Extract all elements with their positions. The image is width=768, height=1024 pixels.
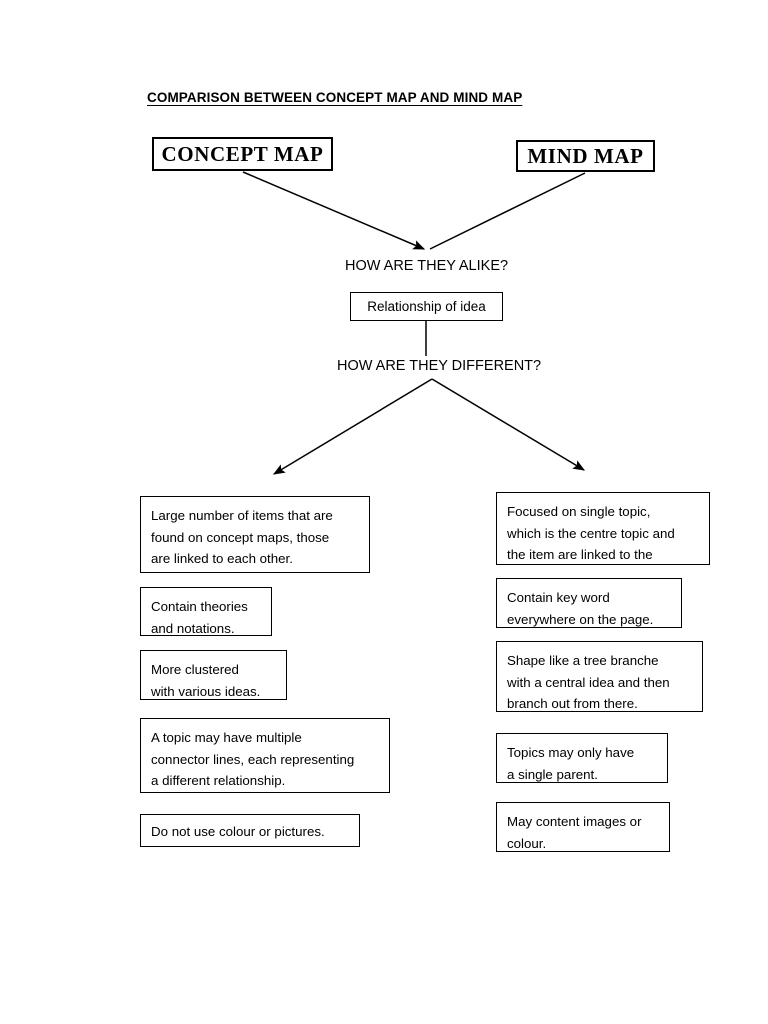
mind-point-single-parent: Topics may only have a single parent. — [496, 733, 668, 783]
connector-mind-to-alike — [429, 172, 586, 250]
text-line: branch out from there. — [507, 696, 638, 712]
text-line: Topics may only have — [507, 745, 635, 760]
concept-map-header-box: CONCEPT MAP — [152, 137, 333, 171]
mind-point-shape-like-tree-branche: Shape like a tree branche with a central… — [496, 641, 703, 712]
text-line: are linked to each other. — [151, 551, 293, 567]
text-line: everywhere on the page. — [507, 611, 654, 627]
text-line: Shape like a tree branche — [507, 653, 659, 668]
text-line: which is the centre topic and — [507, 525, 675, 541]
mind-map-header-box: MIND MAP — [516, 140, 655, 172]
relationship-of-idea-box: Relationship of idea — [350, 292, 503, 321]
concept-point-multiple-connector-lines: A topic may have multiple connector line… — [140, 718, 390, 793]
text-line: colour. — [507, 835, 547, 851]
concept-point-contain-theories: Contain theories and notations. — [140, 587, 272, 636]
text-line: Contain theories — [151, 599, 248, 614]
text-line: More clustered — [151, 662, 239, 677]
text-line: Contain key word — [507, 590, 610, 605]
how-are-they-different-label: HOW ARE THEY DIFFERENT? — [337, 358, 542, 374]
mind-point-contain-key-word: Contain key word everywhere on the page. — [496, 578, 682, 628]
how-are-they-alike-label: HOW ARE THEY ALIKE? — [345, 258, 509, 274]
text-line: the item are linked to the — [507, 547, 653, 563]
connector-different-to-mind-list — [431, 378, 586, 471]
concept-point-more-clustered: More clustered with various ideas. — [140, 650, 287, 700]
relationship-of-idea-label: Relationship of idea — [367, 299, 486, 314]
concept-point-large-number-of-items: Large number of items that are found on … — [140, 496, 370, 573]
text-line: with various ideas. — [151, 683, 261, 699]
concept-point-no-colour-or-pictures: Do not use colour or pictures. — [140, 814, 360, 847]
text-line: Focused on single topic, — [507, 504, 651, 519]
mind-point-focused-on-single-topic: Focused on single topic, which is the ce… — [496, 492, 710, 565]
text-line: found on concept maps, those — [151, 529, 330, 545]
text-line: A topic may have multiple — [151, 730, 302, 745]
mind-point-may-content-images: May content images or colour. — [496, 802, 670, 852]
text-line: and notations. — [151, 620, 235, 636]
text-line: Do not use colour or pictures. — [151, 824, 325, 839]
concept-map-header-label: CONCEPT MAP — [161, 141, 324, 166]
text-line: a single parent. — [507, 766, 598, 782]
text-line: May content images or — [507, 814, 642, 829]
text-line: connector lines, each representing — [151, 751, 355, 767]
mind-map-header-label: MIND MAP — [527, 143, 644, 168]
page-title: COMPARISON BETWEEN CONCEPT MAP AND MIND … — [147, 90, 523, 105]
connector-different-to-concept-list — [272, 378, 433, 475]
text-line: a different relationship. — [151, 773, 286, 789]
text-line: with a central idea and then — [507, 674, 670, 690]
connector-concept-to-alike — [242, 171, 426, 250]
text-line: Large number of items that are — [151, 508, 333, 523]
